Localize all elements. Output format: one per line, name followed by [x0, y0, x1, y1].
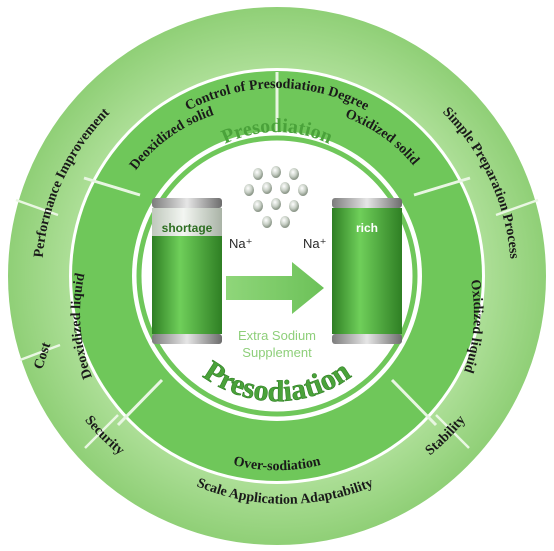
- arrow-right-icon: [226, 262, 324, 314]
- inner-ring-dividers: [83, 72, 471, 427]
- right-battery-label: rich: [356, 221, 378, 235]
- subtitle-line-2: Supplement: [242, 345, 312, 360]
- left-battery-label: shortage: [162, 221, 213, 235]
- inner-label-bottom: Over-sodiation: [232, 454, 322, 474]
- subtitle-line-1: Extra Sodium: [238, 328, 316, 343]
- left-battery-icon: [152, 198, 222, 344]
- ion-label-right: Na⁺: [303, 236, 326, 251]
- sodium-droplets-icon: [244, 166, 308, 228]
- right-battery-icon: [332, 198, 402, 344]
- ion-label-left: Na⁺: [229, 236, 252, 251]
- outer-ring-dividers: [15, 198, 539, 449]
- center-ring-line: [136, 135, 418, 417]
